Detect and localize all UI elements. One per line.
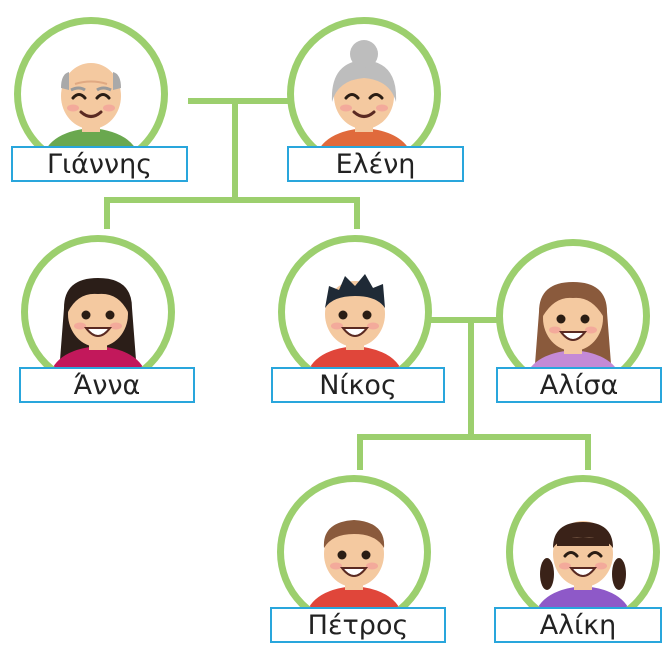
connector-to-petros xyxy=(357,434,363,470)
name-label-giannis: Γιάννης xyxy=(11,146,188,182)
connector-parents-down xyxy=(468,320,474,438)
name-label-eleni: Ελένη xyxy=(287,146,464,182)
connector-grandparents-down xyxy=(232,100,238,200)
name-label-anna: Άννα xyxy=(19,367,195,403)
name-label-nikos: Νίκος xyxy=(271,367,445,403)
connector-parents-couple xyxy=(430,317,504,323)
name-label-petros: Πέτρος xyxy=(270,607,446,643)
connector-grandparents-couple xyxy=(188,98,288,104)
connector-grandchildren-bar xyxy=(357,434,591,440)
connector-to-anna xyxy=(104,197,110,229)
portrait-eleni xyxy=(287,17,441,171)
name-label-alisa: Αλίσα xyxy=(496,367,662,403)
name-label-aliki: Αλίκη xyxy=(494,607,662,643)
portrait-aliki xyxy=(506,475,660,629)
connector-to-nikos xyxy=(354,197,360,229)
portrait-nikos xyxy=(278,235,432,389)
portrait-petros xyxy=(277,475,431,629)
portrait-anna xyxy=(21,235,175,389)
connector-children-bar xyxy=(104,197,360,203)
connector-to-aliki xyxy=(585,434,591,470)
